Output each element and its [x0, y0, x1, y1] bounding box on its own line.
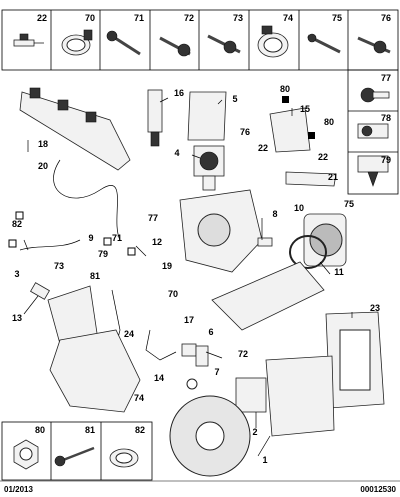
valve-4 [193, 145, 225, 191]
callout-6: 6 [208, 327, 214, 337]
clamp-70 [61, 29, 93, 56]
callout-22b: 22 [317, 152, 328, 162]
seal-11 [289, 235, 327, 269]
strip-label-82: 82 [134, 425, 145, 435]
strip-label-77: 77 [380, 73, 391, 83]
callout-5: 5 [232, 94, 238, 104]
callout-2: 2 [252, 427, 258, 437]
footer-ref: 00012530 [360, 485, 396, 494]
callout-77: 77 [147, 213, 158, 223]
fastener-22 [13, 33, 44, 47]
screw-72 [159, 36, 191, 57]
strip-label-70: 70 [84, 13, 95, 23]
top-strip-grid [1, 9, 399, 71]
strip-label-81: 81 [84, 425, 95, 435]
intake-cover [211, 261, 325, 331]
callout-71: 71 [111, 233, 122, 243]
callout-73: 73 [53, 261, 64, 271]
bolt-77 [360, 87, 390, 103]
strip-label-78: 78 [380, 113, 391, 123]
callout-82: 82 [11, 219, 22, 229]
airflow-meter-10 [303, 213, 347, 267]
strip-label-71: 71 [133, 13, 144, 23]
strip-label-76: 76 [380, 13, 391, 23]
strip-label-22: 22 [36, 13, 47, 23]
callout-80a: 80 [279, 84, 290, 94]
callout-22: 22 [257, 143, 268, 153]
footer-date: 01/2013 [4, 485, 33, 494]
strip-label-80: 80 [34, 425, 45, 435]
callout-80b: 80 [323, 117, 334, 127]
sensor-13 [30, 282, 50, 300]
callout-4: 4 [174, 148, 180, 158]
callout-13: 13 [11, 313, 22, 323]
bolt-78 [357, 123, 389, 139]
callout-81: 81 [89, 271, 100, 281]
injector [147, 89, 163, 147]
screw-76 [357, 36, 391, 54]
callout-74: 74 [133, 393, 144, 403]
callout-70: 70 [167, 289, 178, 299]
callout-21: 21 [327, 172, 338, 182]
strip-label-75: 75 [331, 13, 342, 23]
callout-10: 10 [293, 203, 304, 213]
callout-17: 17 [183, 315, 194, 325]
connector-squares [8, 96, 315, 256]
callout-8: 8 [272, 209, 278, 219]
strip-label-79: 79 [380, 155, 391, 165]
sensor-6-17 [181, 343, 209, 390]
callout-12: 12 [151, 237, 162, 247]
callout-23: 23 [369, 303, 380, 313]
callout-3: 3 [14, 269, 20, 279]
ecu-bracket-23 [325, 311, 385, 409]
wiring-loom [19, 159, 121, 251]
gasket-5 [187, 91, 227, 141]
clip-79 [357, 155, 389, 187]
screw-71 [106, 30, 141, 56]
callout-18: 18 [37, 139, 48, 149]
callout-11: 11 [334, 267, 344, 277]
flywheel [169, 395, 251, 477]
callout-16: 16 [173, 88, 184, 98]
callout-75: 75 [343, 199, 354, 209]
ecu-1 [265, 355, 335, 437]
nut-80 [13, 439, 39, 470]
callout-20: 20 [37, 161, 48, 171]
callout-79: 79 [97, 249, 108, 259]
clamp-74 [257, 25, 289, 58]
bottom-strip-grid [1, 421, 153, 481]
leader-lines [23, 97, 353, 457]
clamp-82 [109, 448, 139, 468]
callout-72: 72 [237, 349, 248, 359]
throttle-body [179, 189, 263, 273]
screw-75 [307, 33, 341, 54]
callout-1: 1 [262, 455, 268, 465]
callout-7: 7 [214, 367, 220, 377]
callout-15: 15 [299, 104, 310, 114]
callout-9: 9 [88, 233, 94, 243]
screw-73 [207, 34, 241, 54]
callout-19: 19 [161, 261, 172, 271]
strip-label-74: 74 [282, 13, 293, 23]
manifold [49, 329, 141, 413]
callout-24: 24 [123, 329, 134, 339]
callout-14: 14 [153, 373, 164, 383]
callout-76: 76 [239, 127, 250, 137]
strip-label-73: 73 [232, 13, 243, 23]
sensor-15 [269, 107, 311, 153]
bracket-21 [285, 171, 337, 187]
relay-2 [235, 377, 267, 413]
fuel-rail [19, 87, 131, 171]
right-strip-grid [347, 69, 399, 195]
sensor-7 [257, 237, 273, 247]
screw-81 [54, 446, 95, 467]
strip-label-72: 72 [183, 13, 194, 23]
